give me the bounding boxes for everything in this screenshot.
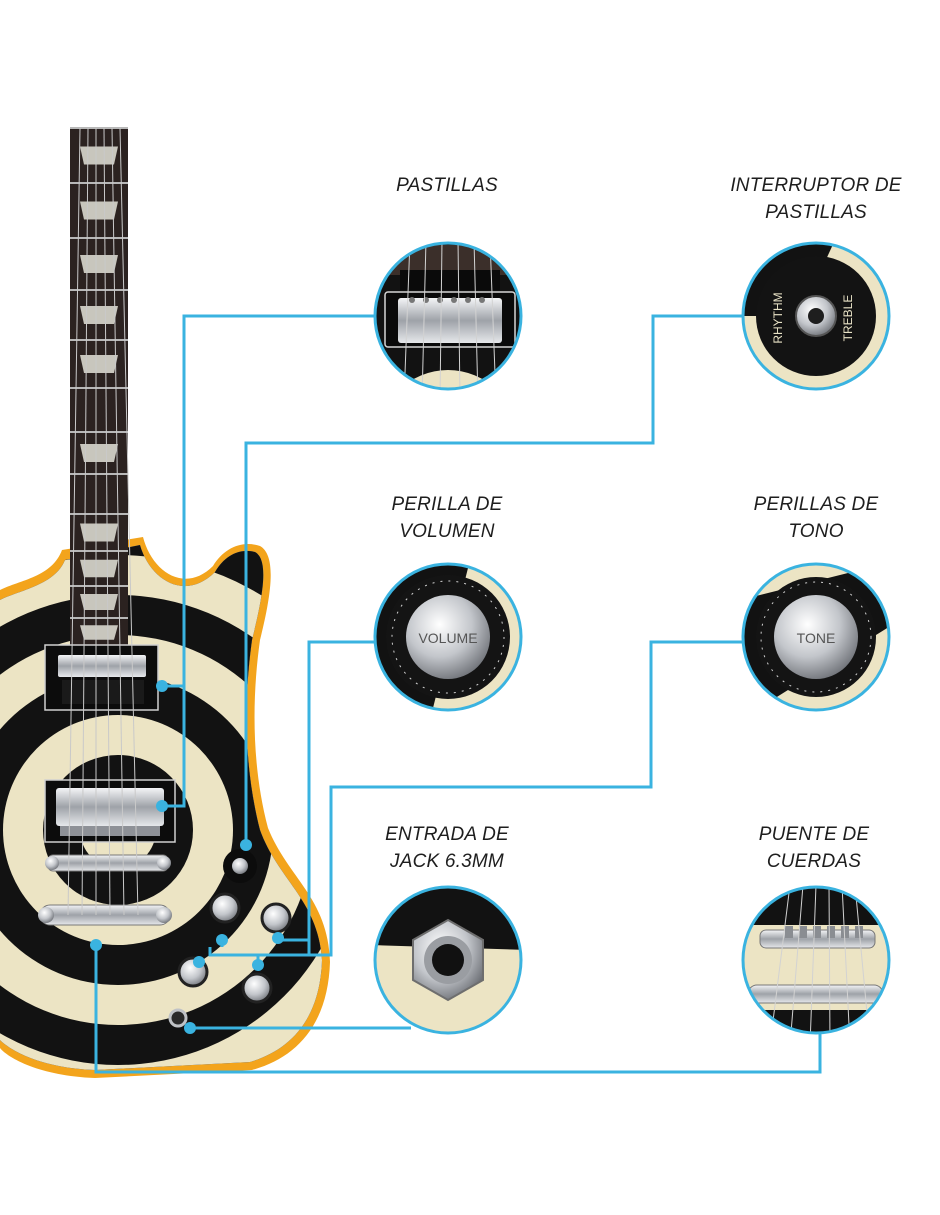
detail-tone-knobs: TONE [741,562,891,712]
detail-bridge [741,885,891,1035]
volume-cap-text: VOLUME [418,630,477,646]
callout-line-switch [244,314,743,845]
fret-inlay [80,255,118,273]
neck-pickup [44,644,159,711]
label-volume-knob: PERILLA DE VOLUMEN [327,491,567,545]
stop-tailpiece [38,904,172,926]
callout-lines [94,314,822,1074]
label-jack-input-line1: ENTRADA DE [385,824,509,845]
detail-volume-knob: VOLUME [373,562,523,712]
label-pickups: PASTILLAS [327,172,567,199]
label-volume-knob-line2: VOLUMEN [399,521,495,542]
switch-rhythm-text: RHYTHM [771,292,785,343]
tune-o-matic-bridge [45,854,171,872]
label-pickup-switch-line2: PASTILLAS [765,202,867,223]
callout-line-bridge [94,945,822,1074]
fret-inlay [80,594,118,610]
label-pickup-switch: INTERRUPTOR DE PASTILLAS [696,172,936,226]
label-bridge-line1: PUENTE DE [758,824,870,845]
label-tone-knobs-line2: TONO [788,521,844,542]
label-volume-knob-line1: PERILLA DE [391,494,503,515]
label-jack-input-line2: JACK 6.3MM [390,851,504,872]
label-pickups-line1: PASTILLAS [396,175,498,196]
strings [67,127,139,916]
fret-inlay [80,444,118,462]
fret-inlay [80,559,118,578]
fret-inlay [80,355,118,373]
callout-dots [90,680,284,1034]
fret-inlay [80,523,118,542]
label-bridge-line2: CUERDAS [766,851,862,872]
label-pickup-switch-line1: INTERRUPTOR DE [730,175,902,196]
fret-inlay [80,201,118,220]
fret-inlay [80,146,118,165]
tone-cap-text: TONE [797,630,836,646]
callout-line-pickups [162,314,375,808]
detail-pickups [373,241,523,391]
label-jack-input: ENTRADA DE JACK 6.3MM [327,821,567,875]
detail-pickup-switch: RHYTHM TREBLE [741,241,891,391]
switch-treble-text: TREBLE [841,295,855,342]
pickup-switch [223,849,257,883]
fret-inlays [80,146,118,640]
callout-line-tone [208,640,743,957]
control-knobs [177,892,292,1004]
label-bridge: PUENTE DE CUERDAS [694,821,934,875]
bridge-pickup [44,779,176,843]
label-tone-knobs-line1: PERILLAS DE [753,494,879,515]
output-jack [168,1008,188,1028]
label-tone-knobs: PERILLAS DE TONO [696,491,936,545]
fret-inlay [80,306,118,324]
detail-jack-input [373,885,523,1035]
fret-inlay [80,625,118,640]
